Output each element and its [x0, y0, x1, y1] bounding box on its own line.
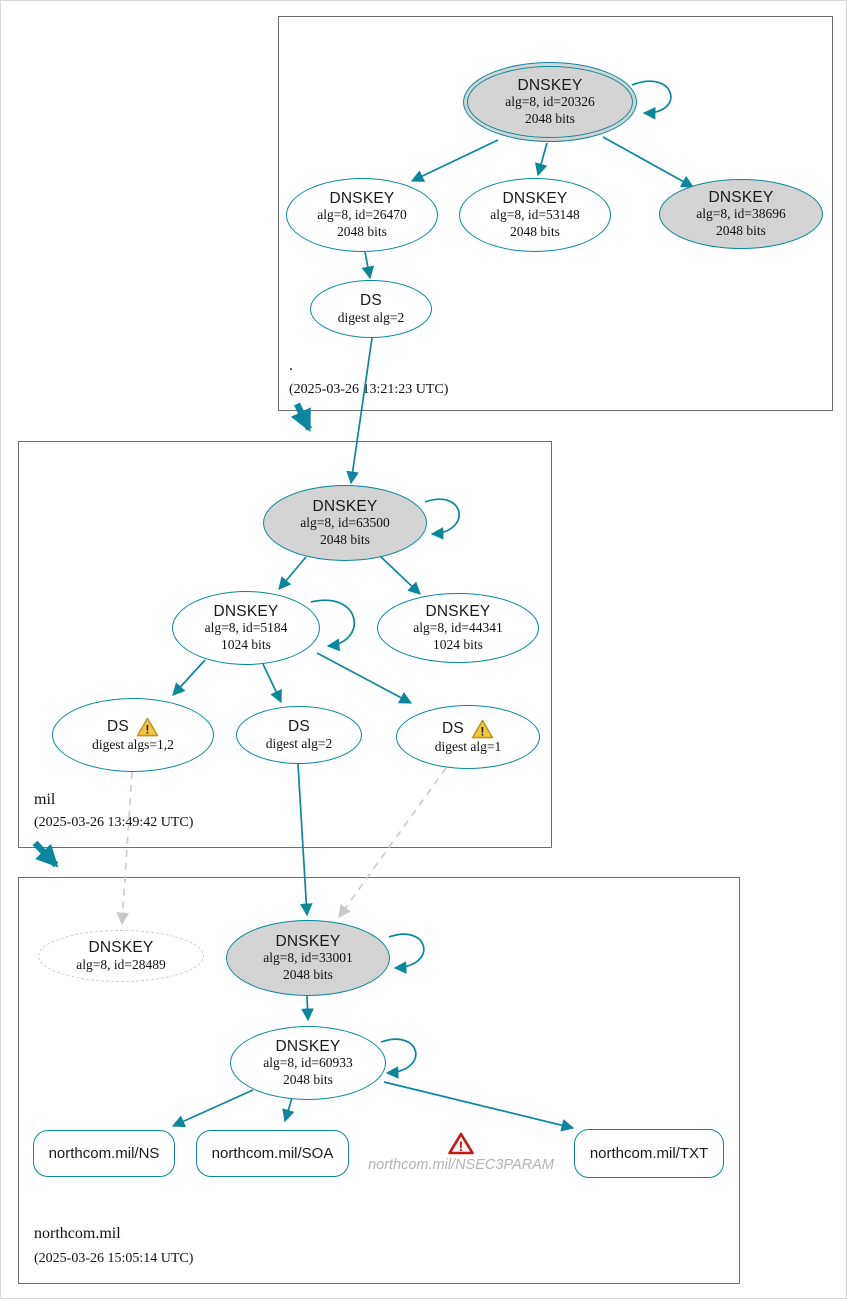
- edge-selfsign-5184: [310, 599, 355, 652]
- zone-label-root: .: [289, 357, 293, 374]
- edge-20326-26470: [410, 139, 499, 182]
- dnskey-node-38696[interactable]: DNSKEY alg=8, id=38696 2048 bits: [659, 179, 823, 249]
- dnskey-node-26470[interactable]: DNSKEY alg=8, id=26470 2048 bits: [286, 178, 438, 252]
- svg-text:!: !: [145, 722, 149, 736]
- edge-5184-ds1: [316, 652, 413, 704]
- ds-node-root[interactable]: DS digest alg=2: [310, 280, 432, 338]
- edge-delegation-mil-northcom: [32, 840, 59, 868]
- edge-26470-ds: [361, 251, 375, 280]
- rrset-northcom-ns[interactable]: northcom.mil/NS: [33, 1130, 175, 1177]
- edge-63500-5184: [278, 556, 307, 590]
- edge-5184-ds2: [262, 663, 282, 704]
- dnskey-node-60933[interactable]: DNSKEY alg=8, id=60933 2048 bits: [230, 1026, 386, 1100]
- edge-selfsign-60933: [380, 1038, 417, 1079]
- dnskey-node-53148[interactable]: DNSKEY alg=8, id=53148 2048 bits: [459, 178, 611, 252]
- edge-60933-ns: [171, 1089, 254, 1128]
- dnskey-node-20326-ksk-sep[interactable]: DNSKEY alg=8, id=20326 2048 bits: [463, 62, 637, 142]
- edge-ds12-28489-dashed: [116, 771, 133, 926]
- zone-label-mil: mil: [34, 791, 56, 808]
- zone-timestamp-northcom: (2025-03-26 15:05:14 UTC): [34, 1251, 194, 1266]
- rrset-northcom-txt[interactable]: northcom.mil/TXT: [574, 1129, 724, 1178]
- edge-selfsign-20326: [631, 80, 672, 120]
- dnskey-node-44341[interactable]: DNSKEY alg=8, id=44341 1024 bits: [377, 593, 539, 663]
- edge-selfsign-63500: [424, 498, 460, 540]
- zone-box-northcom: [18, 877, 740, 1284]
- svg-text:!: !: [459, 1138, 464, 1154]
- warning-icon: !: [136, 717, 159, 737]
- warning-icon: !: [471, 719, 494, 739]
- ds-node-algs-1-2[interactable]: DS ! digest algs=1,2: [52, 698, 214, 772]
- zone-box-root: [278, 16, 833, 411]
- edge-milds2-33001: [297, 763, 313, 917]
- edge-60933-soa: [282, 1097, 295, 1123]
- edge-20326-53148: [534, 142, 548, 177]
- nsec3param-label[interactable]: northcom.mil/NSEC3PARAM: [368, 1157, 554, 1173]
- dnskey-node-5184[interactable]: DNSKEY alg=8, id=5184 1024 bits: [172, 591, 320, 665]
- dnskey-node-28489-missing[interactable]: DNSKEY alg=8, id=28489: [38, 930, 204, 982]
- zone-timestamp-mil: (2025-03-26 13:49:42 UTC): [34, 815, 194, 830]
- edge-rootds-63500: [346, 337, 373, 485]
- edge-33001-60933: [301, 995, 314, 1022]
- edge-delegation-root-mil: [290, 402, 312, 432]
- edge-selfsign-33001: [388, 933, 425, 974]
- error-icon: !: [448, 1132, 474, 1155]
- rrset-northcom-soa[interactable]: northcom.mil/SOA: [196, 1130, 349, 1177]
- dnskey-node-33001-ksk[interactable]: DNSKEY alg=8, id=33001 2048 bits: [226, 920, 390, 996]
- ds-node-alg-2[interactable]: DS digest alg=2: [236, 706, 362, 764]
- zone-label-northcom: northcom.mil: [34, 1225, 121, 1242]
- svg-text:!: !: [480, 724, 484, 738]
- edge-63500-44341: [380, 556, 421, 595]
- zone-box-mil: [18, 441, 552, 848]
- zone-timestamp-root: (2025-03-26 13:21:23 UTC): [289, 382, 449, 397]
- dnskey-node-63500-ksk[interactable]: DNSKEY alg=8, id=63500 2048 bits: [263, 485, 427, 561]
- edge-20326-38696: [602, 136, 695, 188]
- edge-60933-txt: [383, 1081, 575, 1132]
- ds-node-alg-1[interactable]: DS ! digest alg=1: [396, 705, 540, 769]
- edge-5184-ds12: [172, 659, 206, 696]
- edge-ds1-33001-dashed: [338, 767, 447, 919]
